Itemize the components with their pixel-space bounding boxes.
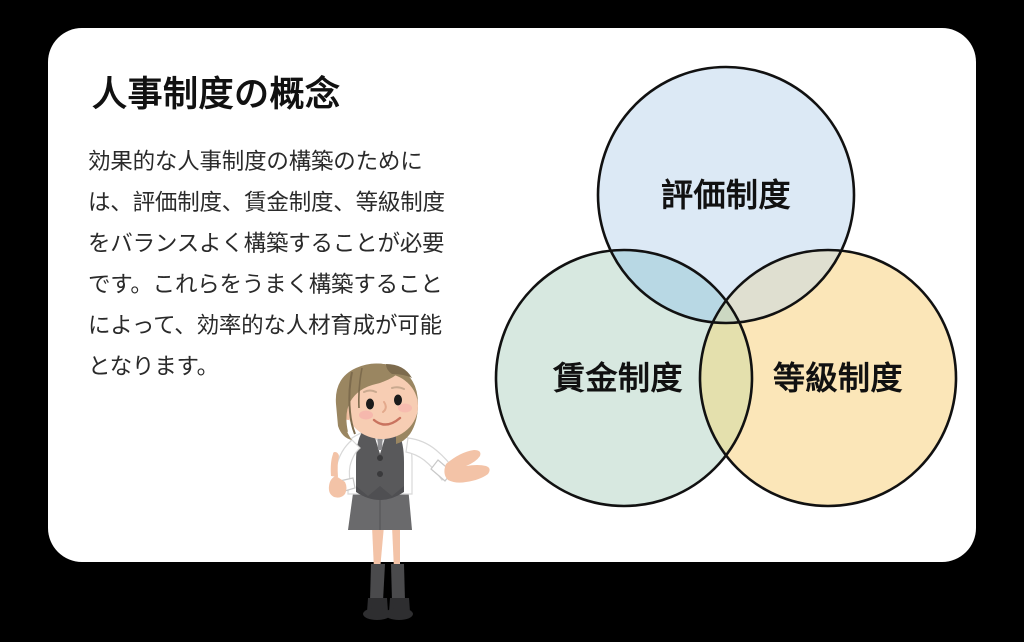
character-legs — [372, 526, 400, 570]
body-line: によって、効率的な人材育成が可能 — [88, 313, 442, 339]
body-paragraph: 効果的な人事制度の構築のために は、評価制度、賃金制度、等級制度 をバランスよく… — [88, 142, 488, 388]
body-line: となります。 — [88, 354, 219, 380]
body-line: は、評価制度、賃金制度、等級制度 — [88, 190, 445, 216]
venn-diagram: 評価制度 賃金制度 等級制度 — [490, 55, 970, 515]
venn-label-wage: 賃金制度 — [552, 359, 683, 397]
character-head — [335, 363, 418, 444]
character-boots — [363, 564, 413, 620]
character-vest — [356, 428, 404, 500]
venn-outline-wage — [494, 248, 754, 508]
venn-label-grade: 等級制度 — [773, 359, 903, 397]
venn-overlap-evaluation-grade — [700, 250, 854, 323]
venn-outline-grade — [698, 248, 958, 508]
character-left-arm-pointing — [328, 439, 361, 498]
body-line: をバランスよく構築することが必要 — [88, 231, 445, 257]
venn-overlap-evaluation-wage — [598, 250, 752, 323]
page-title: 人事制度の概念 — [92, 75, 341, 115]
body-line: です。これらをうまく構築すること — [88, 272, 443, 298]
businesswoman-pointing-illustration — [300, 358, 510, 630]
venn-outline-evaluation — [596, 65, 856, 325]
venn-label-evaluation: 評価制度 — [661, 176, 791, 214]
character-right-arm-gesture — [405, 437, 490, 483]
body-line: 効果的な人事制度の構築のために — [88, 149, 423, 175]
